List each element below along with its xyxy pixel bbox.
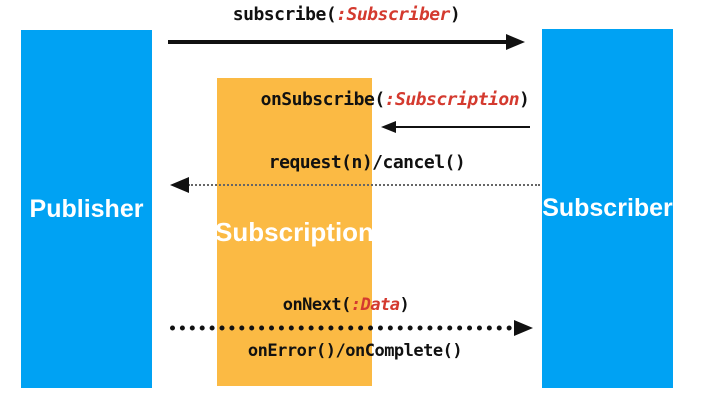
onnext-arrow-line [170, 325, 512, 331]
request-cancel-arrow-line [188, 184, 540, 186]
onerror-oncomplete-text: onError()/onComplete() [247, 341, 463, 361]
onerror-oncomplete-message-label: onError()/onComplete() [217, 341, 493, 361]
onsubscribe-method-text: onSubscribe( [260, 89, 386, 110]
onnext-arrowhead-right-icon [514, 320, 533, 336]
subscribe-method-text: subscribe( [232, 4, 337, 25]
onsubscribe-param-text: :Subscription [384, 89, 520, 110]
subscribe-param-text: :Subscriber [336, 4, 450, 25]
onsubscribe-message-label: onSubscribe(:Subscription) [245, 89, 545, 110]
onsubscribe-arrow [381, 119, 530, 135]
subscription-node: Subscription [215, 78, 374, 386]
subscription-label: Subscription [215, 216, 374, 247]
onsubscribe-close-paren: ) [519, 89, 530, 110]
request-cancel-message-label: request(n)/cancel() [217, 152, 517, 173]
subscribe-close-paren: ) [449, 4, 461, 25]
subscribe-arrowhead-right-icon [506, 34, 525, 50]
onnext-close-paren: ) [399, 295, 410, 315]
publisher-node: Publisher [21, 30, 152, 388]
subscriber-label: Subscriber [542, 194, 673, 222]
onnext-message-label: onNext(:Data) [217, 295, 475, 315]
request-cancel-arrow [170, 177, 540, 193]
onnext-method-text: onNext( [282, 295, 352, 315]
onnext-param-text: :Data [350, 295, 400, 315]
onsubscribe-arrow-line [394, 126, 530, 128]
request-cancel-arrowhead-left-icon [170, 177, 189, 193]
onsubscribe-arrowhead-left-icon [381, 121, 396, 133]
onnext-arrow [170, 320, 533, 336]
subscriber-node: Subscriber [542, 29, 673, 388]
subscribe-arrow [168, 34, 525, 50]
publisher-label: Publisher [29, 194, 144, 223]
subscribe-arrow-line [168, 40, 508, 44]
subscribe-message-label: subscribe(:Subscriber) [168, 4, 525, 25]
request-cancel-text: request(n)/cancel() [268, 152, 466, 173]
